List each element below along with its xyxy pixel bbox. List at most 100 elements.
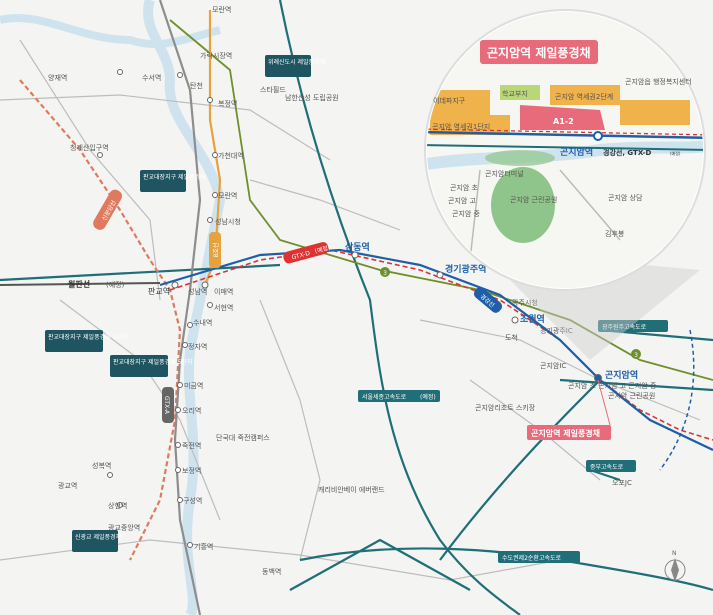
svg-text:(예정): (예정) bbox=[314, 243, 331, 255]
callout-text: 판교대장지구 제일풍경채 5단지 bbox=[113, 358, 192, 366]
highway-box-note: (예정) bbox=[420, 393, 436, 401]
inset-station-label: 곤지암역 bbox=[560, 146, 593, 158]
station-label: 곤지암역 bbox=[605, 369, 638, 381]
inset-place-label: 김후봉 bbox=[605, 230, 625, 238]
highway-box-label: 서울세종고속도로 bbox=[362, 393, 407, 401]
compass-icon: N bbox=[664, 550, 686, 582]
station-label: 모란역 bbox=[218, 191, 237, 200]
station-label: 죽전역 bbox=[182, 441, 201, 450]
place-label: 곤지암리조트 스키장 bbox=[475, 403, 536, 412]
station-label: 양재역 bbox=[48, 73, 67, 82]
inset-place-label: 곤지암 근린공원 bbox=[510, 195, 557, 204]
station-label: 기흥역 bbox=[194, 542, 213, 551]
inset-title-box bbox=[480, 40, 598, 64]
station-label: 모란역 bbox=[212, 5, 231, 14]
inset-place-label: 곤지암 상담 bbox=[608, 193, 643, 202]
callout-text: 판교대장지구 제일풍경채 1차지 bbox=[48, 333, 127, 341]
place-label: 곤지암IC bbox=[540, 361, 566, 370]
highway-box-label: 광주원주고속도로 bbox=[602, 323, 647, 331]
inset-block-label: 이데파지구 bbox=[433, 96, 466, 105]
station-label: 수서역 bbox=[142, 73, 161, 82]
station-label: 성복역 bbox=[92, 461, 111, 470]
wolpan-line bbox=[0, 282, 161, 286]
inset-place-label: 곤지암 고 bbox=[448, 196, 477, 205]
svg-text:GTX-A: GTX-A bbox=[163, 396, 170, 415]
inset-place-label: 곤지암터미널 bbox=[485, 169, 524, 178]
station-label: 가천대역 bbox=[218, 151, 244, 160]
svg-text:3: 3 bbox=[634, 352, 638, 359]
gtx-a-tag: GTX-A bbox=[162, 387, 174, 423]
station-label: 이매역 bbox=[214, 287, 233, 296]
station-labels: 모란역 가락시장역 수서역 양재역 복정역 가천대역 모란역 남한산성 도립공원… bbox=[48, 5, 638, 576]
svg-text:GTX-D: GTX-D bbox=[291, 250, 311, 262]
line-labels: 신분당선 8호선 GTX-A GTX-D (예정) 경강선 3 3 월판선 (예… bbox=[68, 189, 641, 423]
station-label: 청계산입구역 bbox=[70, 143, 109, 152]
place-label: 광주시청 bbox=[512, 299, 538, 307]
station-label: 광교중앙역 bbox=[108, 523, 140, 532]
place-label: 곤지암 근린공원 bbox=[608, 391, 655, 400]
svg-text:8호선: 8호선 bbox=[212, 243, 220, 258]
station-label: 구성역 bbox=[183, 496, 202, 505]
wolpan-label: 월판선 bbox=[68, 279, 90, 289]
callouts: 위례신도시 제일풍경채 판교대장지구 제일풍경채 판교대장지구 제일풍경채 1차… bbox=[45, 55, 325, 552]
future-extension bbox=[659, 329, 695, 471]
station-label: 미금역 bbox=[184, 381, 203, 390]
station-label: 성남시청 bbox=[215, 217, 241, 226]
svg-text:3: 3 bbox=[383, 270, 387, 277]
station-label: 초월역 bbox=[520, 313, 545, 325]
station-label: 삼동역 bbox=[345, 241, 370, 253]
place-label: 도척 bbox=[505, 334, 518, 342]
station-label: 보정역 bbox=[182, 466, 201, 475]
station-label: 복정역 bbox=[218, 99, 237, 108]
highway-boxes: 서울세종고속도로 (예정) 중부고속도로 수도권제2순환고속도로 광주원주고속도… bbox=[358, 320, 668, 563]
pink-marker-label: 곤지암역 제일풍경채 bbox=[531, 428, 600, 438]
inset-title: 곤지암역 제일풍경채 bbox=[487, 45, 591, 60]
inset-block-label: 곤지암 역세권2단계 bbox=[555, 92, 613, 101]
station-label: 스타필드 bbox=[260, 85, 286, 94]
place-label: 경기광주IC bbox=[540, 326, 573, 335]
station-label: 정자역 bbox=[188, 342, 207, 351]
pink-marker: 곤지암역 제일풍경채 bbox=[527, 379, 611, 440]
callout-text: 위례신도시 제일풍경채 bbox=[268, 58, 325, 66]
highway-box-label: 수도권제2순환고속도로 bbox=[502, 554, 561, 562]
station-label: 판교역 bbox=[148, 286, 170, 296]
line3 bbox=[169, 19, 713, 381]
inset-line-label: 경강선, GTX-D bbox=[603, 148, 652, 157]
inset-map: 곤지암역 제일풍경채 이데파지구 학교부지 곤지암 역세권2단계 곤지암 역세권… bbox=[424, 9, 706, 291]
gtx-d-tag: GTX-D (예정) bbox=[283, 242, 331, 264]
inset-place-label: 곤지암읍 행정복지센터 bbox=[625, 77, 692, 86]
line8-tag: 8호선 bbox=[209, 232, 221, 268]
place-label: 곤지암 초 곤지암 고 곤지암 중 bbox=[568, 381, 657, 390]
place-label: 오포JC bbox=[612, 479, 632, 487]
place-labels: 탄천 단국대 죽전캠퍼스 캐리비안베이 에버랜드 곤지암리조트 스키장 곤지암I… bbox=[190, 81, 657, 494]
callout-text: 판교대장지구 제일풍경채 bbox=[143, 173, 206, 181]
river-label: 탄천 bbox=[190, 81, 203, 90]
inset-block-label: A1-2 bbox=[553, 117, 574, 126]
station-dots bbox=[97, 69, 602, 548]
inset-place-label: 곤지암 중 bbox=[452, 209, 481, 218]
inset-place-label: 곤지암 초 bbox=[450, 183, 479, 192]
gtx-a-line bbox=[158, 0, 202, 615]
wolpan-note: (예정) bbox=[106, 280, 125, 289]
place-label: 단국대 죽전캠퍼스 bbox=[216, 433, 270, 442]
station-label: 동백역 bbox=[262, 567, 281, 576]
station-label: 광교역 bbox=[58, 481, 77, 490]
highway-box-label: 중부고속도로 bbox=[590, 463, 624, 471]
inset-block-label: 학교부지 bbox=[502, 89, 528, 98]
station-label: 오리역 bbox=[182, 406, 201, 415]
station-label: 성남역 bbox=[188, 287, 207, 296]
line3-badge: 3 3 bbox=[380, 267, 641, 359]
place-label: 캐리비안베이 에버랜드 bbox=[318, 485, 385, 494]
callout-text: 신광교 제일풍경채 bbox=[75, 533, 121, 541]
station-label: 경기광주역 bbox=[445, 263, 486, 275]
line8 bbox=[203, 10, 222, 286]
han-river bbox=[0, 14, 221, 49]
inset-line-note: (예정) bbox=[670, 150, 681, 156]
station-label: 서현역 bbox=[214, 303, 233, 312]
compass-n: N bbox=[672, 550, 677, 557]
station-label: 수내역 bbox=[193, 318, 212, 327]
station-label: 남한산성 도립공원 bbox=[285, 93, 339, 102]
